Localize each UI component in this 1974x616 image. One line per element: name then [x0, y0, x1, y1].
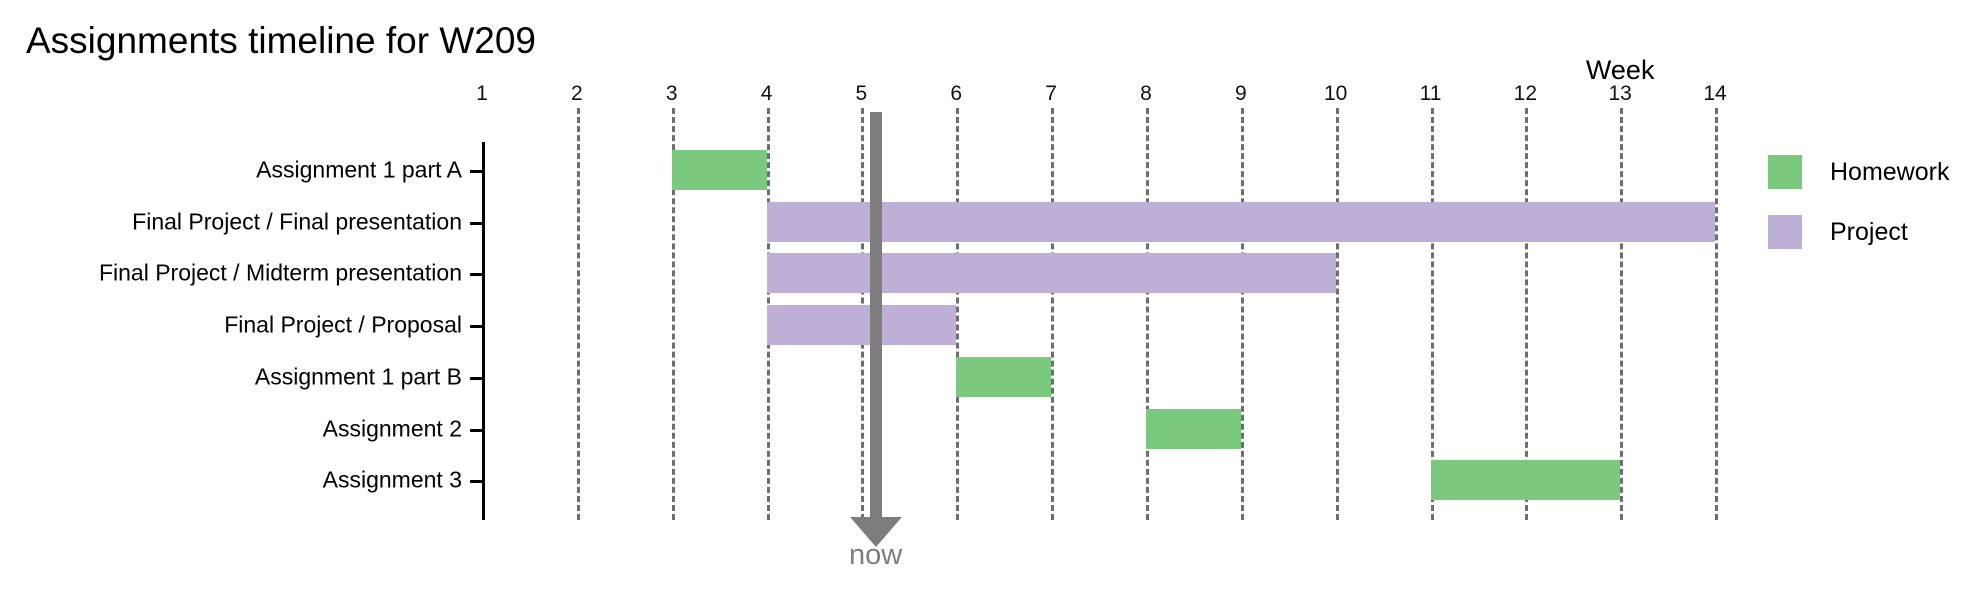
gridline-week-8 — [1145, 108, 1149, 520]
y-axis-label-row-0: Assignment 1 part A — [256, 156, 462, 183]
y-axis-label-row-3: Final Project / Proposal — [224, 311, 462, 338]
gridline-week-3 — [671, 108, 675, 520]
y-tick-1 — [470, 221, 482, 225]
gantt-bar[interactable] — [1430, 460, 1621, 501]
x-tick-label-week-6: 6 — [950, 82, 963, 105]
y-axis-label-row-2: Final Project / Midterm presentation — [98, 259, 462, 286]
page-title: Assignments timeline for W209 — [26, 20, 536, 61]
gridline-week-14 — [1715, 108, 1719, 520]
gantt-bar[interactable] — [956, 356, 1052, 397]
gridline-week-2 — [576, 108, 580, 520]
x-tick-label-week-13: 13 — [1608, 82, 1632, 105]
gridline-week-10 — [1335, 108, 1339, 520]
x-tick-label-week-14: 14 — [1703, 82, 1727, 105]
x-tick-label-week-2: 2 — [571, 82, 583, 105]
x-tick-label-week-7: 7 — [1045, 82, 1057, 105]
legend-item-homework[interactable]: Homework — [1768, 142, 1968, 202]
legend-swatch-icon — [1768, 155, 1802, 189]
y-tick-2 — [470, 273, 482, 277]
legend-label: Project — [1830, 217, 1908, 246]
x-tick-label-week-1: 1 — [476, 82, 488, 105]
x-tick-label-week-3: 3 — [665, 82, 678, 105]
now-marker-line — [869, 112, 882, 521]
gantt-bar[interactable] — [671, 150, 767, 190]
y-axis-label-row-5: Assignment 2 — [322, 415, 462, 441]
legend-item-project[interactable]: Project — [1768, 202, 1968, 262]
x-tick-label-week-10: 10 — [1323, 82, 1348, 105]
gantt-bar[interactable] — [766, 253, 1336, 294]
gridline-week-12 — [1525, 108, 1529, 520]
gridline-week-11 — [1430, 108, 1434, 520]
gantt-bar[interactable] — [1145, 408, 1241, 449]
y-tick-4 — [470, 376, 482, 380]
gridline-week-7 — [1051, 108, 1055, 520]
gantt-bar[interactable] — [766, 201, 1716, 242]
y-tick-0 — [470, 170, 482, 173]
gridline-week-9 — [1240, 108, 1244, 520]
y-axis-label-row-4: Assignment 1 part B — [254, 363, 462, 390]
axis-top-title: Week — [1585, 55, 1655, 85]
x-tick-label-week-12: 12 — [1513, 82, 1538, 105]
y-tick-5 — [470, 428, 482, 432]
x-tick-label-week-11: 11 — [1419, 82, 1442, 105]
x-tick-label-week-9: 9 — [1234, 82, 1247, 105]
legend-label: Homework — [1830, 157, 1950, 186]
gridline-week-13 — [1620, 108, 1624, 520]
gridline-week-6 — [956, 108, 960, 520]
now-marker-arrow-icon — [849, 517, 902, 547]
x-tick-label-week-8: 8 — [1140, 82, 1152, 105]
gantt-bar[interactable] — [766, 305, 957, 346]
y-axis-spine — [482, 142, 485, 520]
legend-swatch-icon — [1768, 215, 1802, 249]
y-axis-label-row-6: Assignment 3 — [322, 466, 462, 493]
y-axis-label-row-1: Final Project / Final presentation — [132, 208, 462, 235]
y-tick-3 — [470, 325, 482, 329]
y-tick-6 — [470, 480, 482, 484]
x-tick-label-week-4: 4 — [760, 82, 773, 105]
now-marker-label: now — [849, 539, 903, 571]
x-tick-label-week-5: 5 — [855, 82, 868, 105]
